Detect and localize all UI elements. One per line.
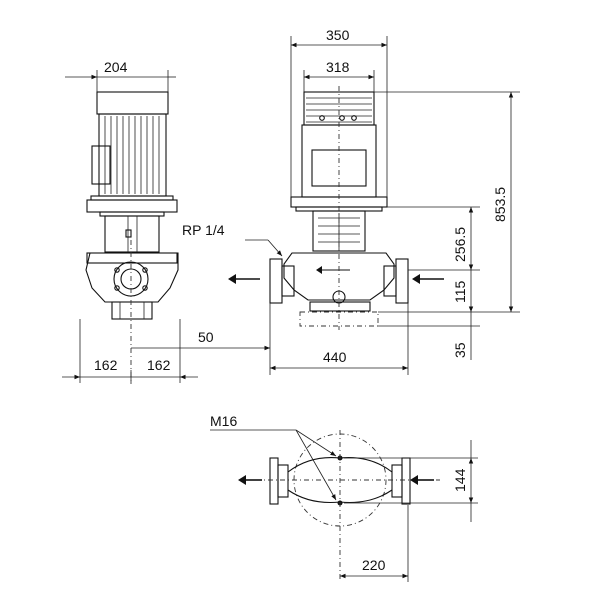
top-view xyxy=(238,430,440,580)
side-view xyxy=(85,91,179,383)
dim-220: 220 xyxy=(362,557,386,573)
front-view xyxy=(269,86,409,330)
dim-318: 318 xyxy=(326,59,350,75)
dim-853-5: 853.5 xyxy=(492,187,508,222)
dim-144: 144 xyxy=(452,468,468,492)
dim-204: 204 xyxy=(104,59,128,75)
dim-35: 35 xyxy=(452,342,468,358)
dim-162-right: 162 xyxy=(147,357,171,373)
label-m16: M16 xyxy=(210,413,237,429)
dim-50: 50 xyxy=(198,329,214,345)
label-rp-1-4: RP 1/4 xyxy=(182,222,225,238)
dim-256-5: 256.5 xyxy=(452,227,468,262)
dimension-lines xyxy=(62,36,520,582)
dim-440: 440 xyxy=(323,349,347,365)
dim-350: 350 xyxy=(326,27,350,43)
dimension-labels: 204 350 318 853.5 256.5 115 35 162 162 5… xyxy=(94,27,508,573)
flow-arrows-front xyxy=(228,274,444,284)
dim-115: 115 xyxy=(452,280,468,303)
dim-162-left: 162 xyxy=(94,357,118,373)
